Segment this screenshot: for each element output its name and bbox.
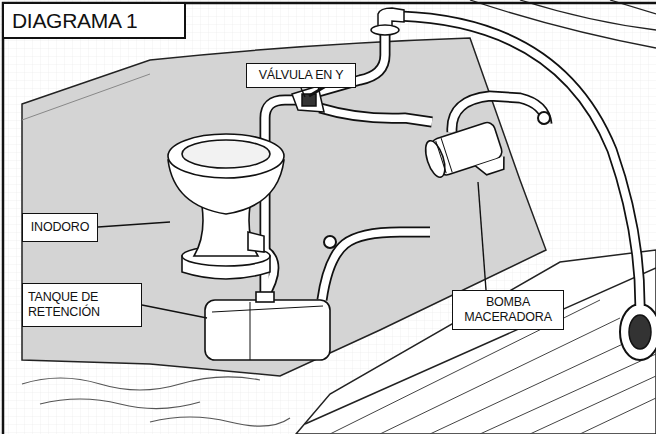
tank-edge [250,302,251,360]
tank-edge [212,306,323,312]
callout-box: BOMBA MACERADORA [452,290,564,330]
deck-fitting-flange [371,25,399,35]
wave-line [40,399,200,409]
hose [452,96,547,132]
toilet [168,134,284,279]
toilet-lid [182,140,270,168]
through-hull-fitting [620,304,656,360]
hose [400,16,640,306]
leader-line [301,88,305,97]
hose [322,232,430,300]
deck-plank [380,318,620,434]
diagram-title: DIAGRAMA 1 [12,9,137,33]
leader-line [98,222,170,227]
water-waves [22,377,290,426]
hose-clamp [324,236,336,248]
leader-line [478,182,486,290]
wave-line [150,417,290,426]
hull-line [22,74,150,120]
y-valve [292,86,326,112]
macerator-pump [422,120,508,190]
callout-label: INODORO [31,220,89,235]
deck-plank [430,336,640,434]
through-hull-opening [629,315,651,349]
callout-box: VÁLVULA EN Y [246,63,356,88]
deck-plank [580,398,656,434]
figure-frame [3,3,656,434]
windshield-line [470,0,656,48]
hose [320,108,432,122]
callout-label: TANQUE DE RETENCIÓN [28,290,136,320]
callout-label: VÁLVULA EN Y [259,68,344,83]
windshield-line [520,0,656,30]
leader-line [142,305,207,318]
deck-plank [530,376,656,434]
hose-clamp [538,112,550,124]
deck-plank [480,354,656,434]
hose-outlines [250,16,640,306]
pump-ribs [435,138,452,174]
tank-body [205,300,330,360]
wave-line [22,377,260,390]
hose-fills [250,16,640,306]
title-box: DIAGRAMA 1 [4,4,186,39]
deck [296,250,656,434]
hose [320,108,432,122]
hose [400,16,640,306]
tank-fitting [256,292,274,302]
pump-head [422,138,449,179]
callout-label: BOMBA MACERADORA [458,295,558,325]
toilet-seat [168,134,284,178]
leader-lines [98,88,486,318]
pump-bracket [475,157,507,178]
holding-tank [205,292,330,360]
toilet-outlet [248,232,264,252]
callout-box: TANQUE DE RETENCIÓN [22,283,142,327]
hose [322,232,430,300]
callout-box: INODORO [22,213,98,242]
hose [452,96,547,132]
